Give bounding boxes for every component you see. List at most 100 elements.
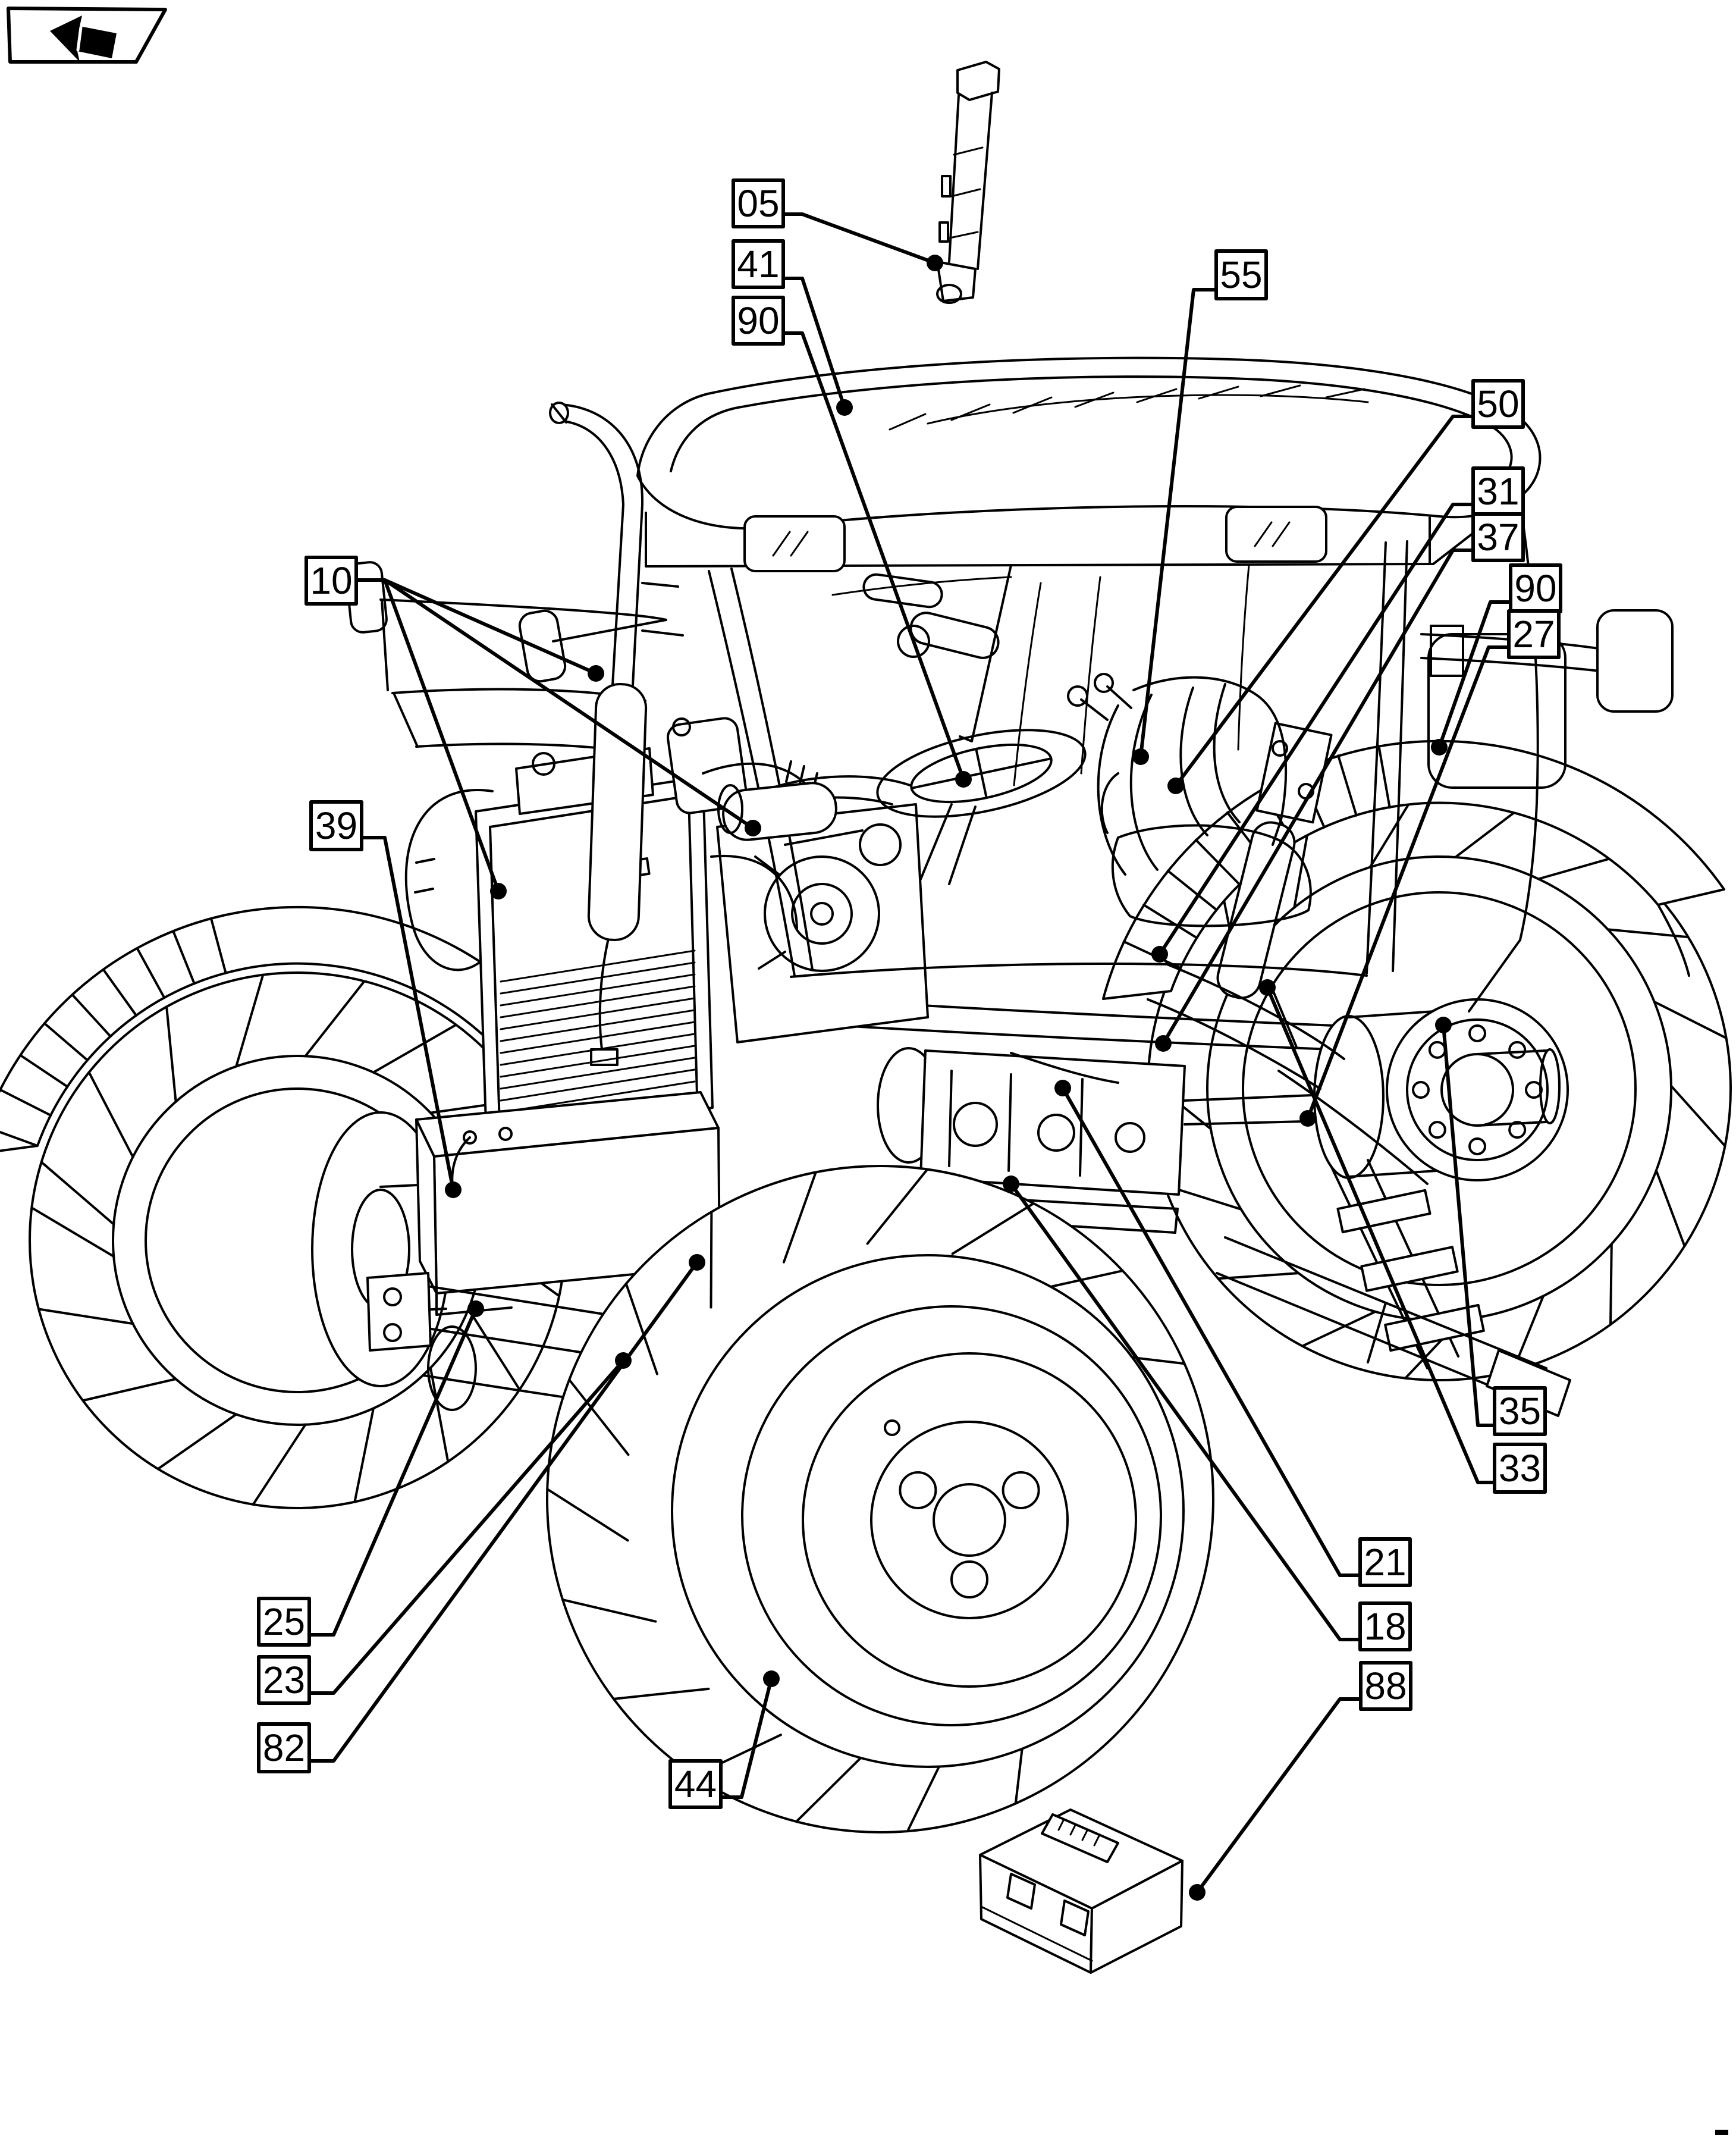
callout-90a[interactable]: 90 [732,296,972,788]
transmission [800,997,1363,1234]
leader-line [1139,288,1218,758]
callout-box [1471,512,1525,562]
drawbar [1216,1236,1571,1417]
back-button[interactable] [7,7,167,64]
engine [716,775,929,1043]
callout-41[interactable]: 41 [732,239,853,416]
door-handle [909,612,1000,659]
leader-line [383,578,755,830]
callout-box [257,1597,311,1647]
callout-label: 44 [674,1763,717,1806]
callout-90b[interactable]: 90 [1431,563,1562,756]
leader-dot [745,820,761,836]
callout-box [257,1722,311,1773]
callout-82[interactable]: 82 [257,1254,705,1773]
callout-33[interactable]: 33 [1259,979,1547,1494]
callout-label: 39 [315,804,357,847]
callout-25[interactable]: 25 [257,1300,484,1647]
cab-roof [636,356,1542,530]
leader-line [1009,1182,1362,1641]
leader-line [1158,503,1475,956]
callout-label: 25 [263,1600,305,1643]
leader-dot [1259,979,1276,996]
callout-21[interactable]: 21 [1054,1080,1412,1587]
cab [636,356,1567,1013]
callout-box [1214,249,1268,300]
wiper [959,564,1012,742]
callout-label: 37 [1477,516,1519,559]
callout-50[interactable]: 50 [1167,379,1525,794]
leader-dot [588,665,604,682]
callout-23[interactable]: 23 [257,1352,632,1705]
return-arrow-highlight [76,26,83,52]
leader-dot [445,1181,462,1198]
leader-line [781,331,965,781]
leader-line [1161,548,1475,1045]
roof-marker-light-right [1225,506,1327,563]
leader-dot [836,399,853,416]
leader-dot [1189,1884,1206,1901]
callout-box [1471,379,1525,429]
callout-label: 35 [1499,1390,1541,1433]
callout-18[interactable]: 18 [1003,1176,1412,1651]
roof-marker-light-left [743,515,846,572]
callout-box [732,239,785,289]
callout-label: 90 [737,299,779,342]
leader-dot [1431,739,1448,756]
back-button-frame [7,7,167,64]
callout-label: 82 [263,1726,305,1769]
callout-label: 33 [1499,1447,1541,1490]
cab-steps [1330,1159,1485,1369]
leader-dot [490,883,507,899]
leader-line [1195,1697,1363,1894]
callout-44[interactable]: 44 [668,1670,780,1809]
callout-27[interactable]: 27 [1299,609,1561,1127]
leader-dot [1435,1017,1452,1033]
hitch-linkage [1067,673,1429,1185]
battery-box [415,1091,721,1316]
callout-label: 41 [737,243,779,286]
callout-label: 55 [1220,253,1262,296]
steering-wheel [876,729,1087,818]
callout-label: 50 [1477,383,1519,425]
leader-line [383,578,500,893]
seatbelt-pillar-part [936,61,1000,304]
leader-dot [927,255,943,271]
page-corner-mark [1715,2130,1728,2135]
callout-10[interactable]: 10 [304,556,761,899]
callout-box [732,178,785,228]
callout-label: 05 [737,182,779,225]
seat [1100,676,1312,927]
callout-box [257,1655,311,1705]
callout-35[interactable]: 35 [1435,1017,1547,1436]
front-wheel [546,1165,1214,1833]
b-pillar [1365,540,1408,974]
side-window [1427,633,1567,789]
leader-dot [1167,778,1184,794]
leader-line [1306,645,1511,1120]
callout-label: 27 [1512,613,1555,656]
leader-line [307,1261,699,1763]
callout-88[interactable]: 88 [1189,1661,1412,1901]
leader-line [781,212,937,265]
callout-55[interactable]: 55 [1132,249,1268,765]
leader-line [1174,415,1475,788]
callout-box [1358,1537,1412,1587]
callout-05[interactable]: 05 [732,178,943,271]
callout-31[interactable]: 31 [1151,466,1525,963]
leader-dot [1132,748,1149,765]
callout-label: 31 [1477,470,1519,513]
callout-box [1493,1386,1547,1436]
leader-line [719,1677,773,1799]
leader-dot [1299,1110,1316,1127]
callout-box [309,800,363,851]
leader-line [1061,1086,1362,1577]
leader-dot [1003,1176,1019,1192]
right-mirror [1420,609,1674,713]
callout-37[interactable]: 37 [1155,512,1525,1052]
callout-39[interactable]: 39 [309,800,462,1198]
leader-line [1437,600,1512,749]
